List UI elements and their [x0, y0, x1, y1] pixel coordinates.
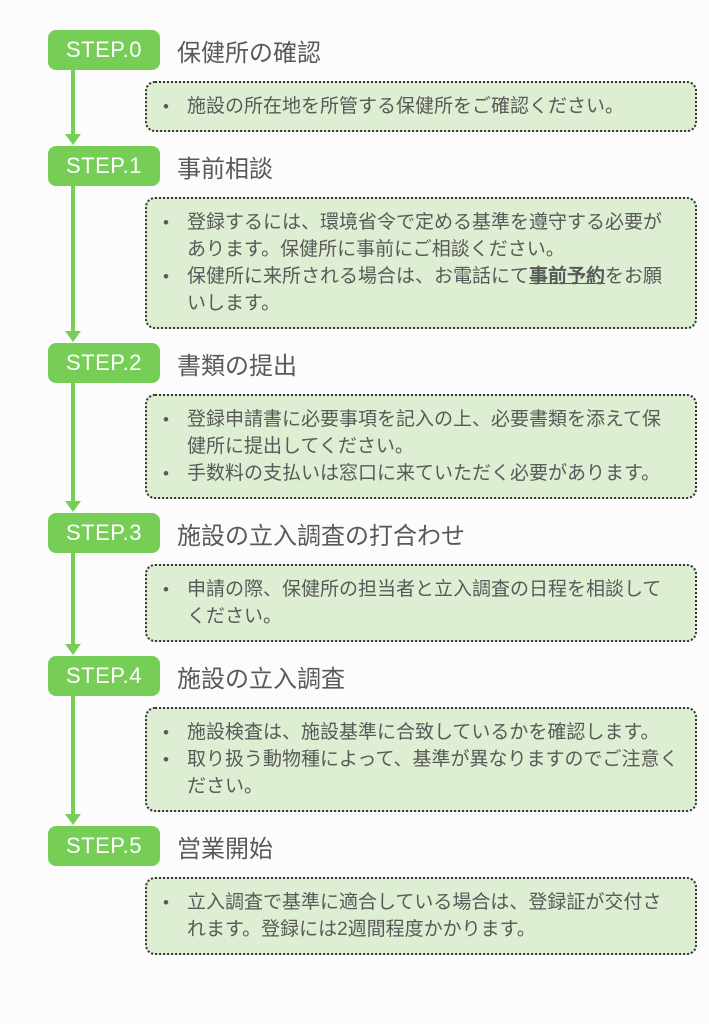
step-title: 書類の提出: [177, 352, 297, 380]
step-detail-box: • 登録するには、環境省令で定める基準を遵守する必要があります。保健所に事前にご相…: [145, 197, 697, 329]
step-badge: STEP.5: [48, 826, 160, 866]
step-badge: STEP.3: [48, 513, 160, 553]
connector-line: [71, 383, 75, 501]
step-header: STEP.1 事前相談: [48, 146, 697, 186]
bullet-list: • 登録申請書に必要事項を記入の上、必要書類を添えて保健所に提出してください。 • 手…: [147, 406, 679, 487]
step-1: STEP.1 事前相談 • 登録するには、環境省令で定める基準を遵守する必要があり…: [48, 146, 697, 342]
bullet-text: 申請の際、保健所の担当者と立入調査の日程を相談してください。: [187, 579, 662, 627]
step-detail-box: • 登録申請書に必要事項を記入の上、必要書類を添えて保健所に提出してください。 • 手…: [145, 394, 697, 499]
step-4: STEP.4 施設の立入調査 • 施設検査は、施設基準に合致しているかを確認します…: [48, 656, 697, 825]
bullet-text: 手数料の支払いは窓口に来ていただく必要があります。: [187, 463, 661, 484]
step-title: 営業開始: [177, 835, 273, 863]
bullet-dot-icon: •: [163, 723, 169, 742]
bullet-text: 登録するには、環境省令で定める基準を遵守する必要があります。保健所に事前にご相談…: [187, 212, 663, 260]
bullet-list: • 登録するには、環境省令で定める基準を遵守する必要があります。保健所に事前にご相…: [147, 209, 679, 317]
bullet-list: • 申請の際、保健所の担当者と立入調査の日程を相談してください。: [147, 576, 679, 630]
down-arrow-connector: [65, 186, 81, 342]
bullet-dot-icon: •: [163, 97, 169, 116]
bullet-text-emphasis: 事前予約: [529, 266, 606, 287]
connector-line: [71, 186, 75, 331]
step-detail-box: • 立入調査で基準に適合している場合は、登録証が交付されます。登録には2週間程度か…: [145, 877, 697, 955]
down-arrow-connector: [65, 70, 81, 145]
step-header: STEP.2 書類の提出: [48, 343, 697, 383]
arrowhead-down-icon: [65, 644, 81, 655]
bullet-list: • 立入調査で基準に適合している場合は、登録証が交付されます。登録には2週間程度か…: [147, 889, 679, 943]
connector-line: [71, 70, 75, 134]
down-arrow-connector: [65, 553, 81, 655]
bullet-text: 立入調査で基準に適合している場合は、登録証が交付されます。登録には2週間程度かか…: [187, 892, 662, 940]
bullet-text: 施設の所在地を所管する保健所をご確認ください。: [187, 96, 625, 117]
step-badge: STEP.1: [48, 146, 160, 186]
arrowhead-down-icon: [65, 331, 81, 342]
step-header: STEP.0 保健所の確認: [48, 30, 697, 70]
bullet-text: 施設検査は、施設基準に合致しているかを確認します。: [187, 722, 660, 743]
bullet-dot-icon: •: [163, 464, 169, 483]
step-detail-box: • 施設検査は、施設基準に合致しているかを確認します。 • 取り扱う動物種によって、基…: [145, 707, 697, 812]
bullet-item: • 登録申請書に必要事項を記入の上、必要書類を添えて保健所に提出してください。: [147, 406, 679, 460]
bullet-item: • 登録するには、環境省令で定める基準を遵守する必要があります。保健所に事前にご相…: [147, 209, 679, 263]
bullet-list: • 施設の所在地を所管する保健所をご確認ください。: [147, 93, 679, 120]
bullet-item: • 施設の所在地を所管する保健所をご確認ください。: [147, 93, 679, 120]
step-title: 保健所の確認: [177, 39, 321, 67]
bullet-item: • 立入調査で基準に適合している場合は、登録証が交付されます。登録には2週間程度か…: [147, 889, 679, 943]
step-detail-box: • 申請の際、保健所の担当者と立入調査の日程を相談してください。: [145, 564, 697, 642]
bullet-text: 保健所に来所される場合は、お電話にて: [187, 266, 530, 287]
step-title: 施設の立入調査: [177, 665, 345, 693]
bullet-item: • 取り扱う動物種によって、基準が異なりますのでご注意ください。: [147, 746, 679, 800]
step-2: STEP.2 書類の提出 • 登録申請書に必要事項を記入の上、必要書類を添えて保健…: [48, 343, 697, 512]
step-3: STEP.3 施設の立入調査の打合わせ • 申請の際、保健所の担当者と立入調査の日…: [48, 513, 697, 655]
step-detail-box: • 施設の所在地を所管する保健所をご確認ください。: [145, 81, 697, 132]
bullet-item: • 保健所に来所される場合は、お電話にて事前予約をお願いします。: [147, 263, 679, 317]
bullet-text: 取り扱う動物種によって、基準が異なりますのでご注意ください。: [187, 749, 679, 797]
arrowhead-down-icon: [65, 134, 81, 145]
bullet-item: • 施設検査は、施設基準に合致しているかを確認します。: [147, 719, 679, 746]
bullet-dot-icon: •: [163, 410, 169, 429]
bullet-dot-icon: •: [163, 750, 169, 769]
step-5: STEP.5 営業開始 • 立入調査で基準に適合している場合は、登録証が交付されま…: [48, 826, 697, 955]
registration-steps-flow: STEP.0 保健所の確認 • 施設の所在地を所管する保健所をご確認ください。 S…: [48, 30, 697, 955]
step-badge: STEP.4: [48, 656, 160, 696]
step-header: STEP.3 施設の立入調査の打合わせ: [48, 513, 697, 553]
step-header: STEP.5 営業開始: [48, 826, 697, 866]
step-title: 施設の立入調査の打合わせ: [177, 522, 465, 550]
bullet-dot-icon: •: [163, 580, 169, 599]
bullet-text: をお願いします。: [187, 266, 663, 314]
bullet-item: • 手数料の支払いは窓口に来ていただく必要があります。: [147, 460, 679, 487]
step-header: STEP.4 施設の立入調査: [48, 656, 697, 696]
bullet-dot-icon: •: [163, 893, 169, 912]
step-0: STEP.0 保健所の確認 • 施設の所在地を所管する保健所をご確認ください。: [48, 30, 697, 145]
step-title: 事前相談: [177, 155, 273, 183]
step-badge: STEP.2: [48, 343, 160, 383]
connector-line: [71, 553, 75, 644]
arrowhead-down-icon: [65, 501, 81, 512]
bullet-dot-icon: •: [163, 267, 169, 286]
bullet-item: • 申請の際、保健所の担当者と立入調査の日程を相談してください。: [147, 576, 679, 630]
bullet-list: • 施設検査は、施設基準に合致しているかを確認します。 • 取り扱う動物種によって、基…: [147, 719, 679, 800]
connector-line: [71, 696, 75, 814]
down-arrow-connector: [65, 383, 81, 512]
down-arrow-connector: [65, 696, 81, 825]
step-badge: STEP.0: [48, 30, 160, 70]
arrowhead-down-icon: [65, 814, 81, 825]
bullet-dot-icon: •: [163, 213, 169, 232]
bullet-text: 登録申請書に必要事項を記入の上、必要書類を添えて保健所に提出してください。: [187, 409, 662, 457]
